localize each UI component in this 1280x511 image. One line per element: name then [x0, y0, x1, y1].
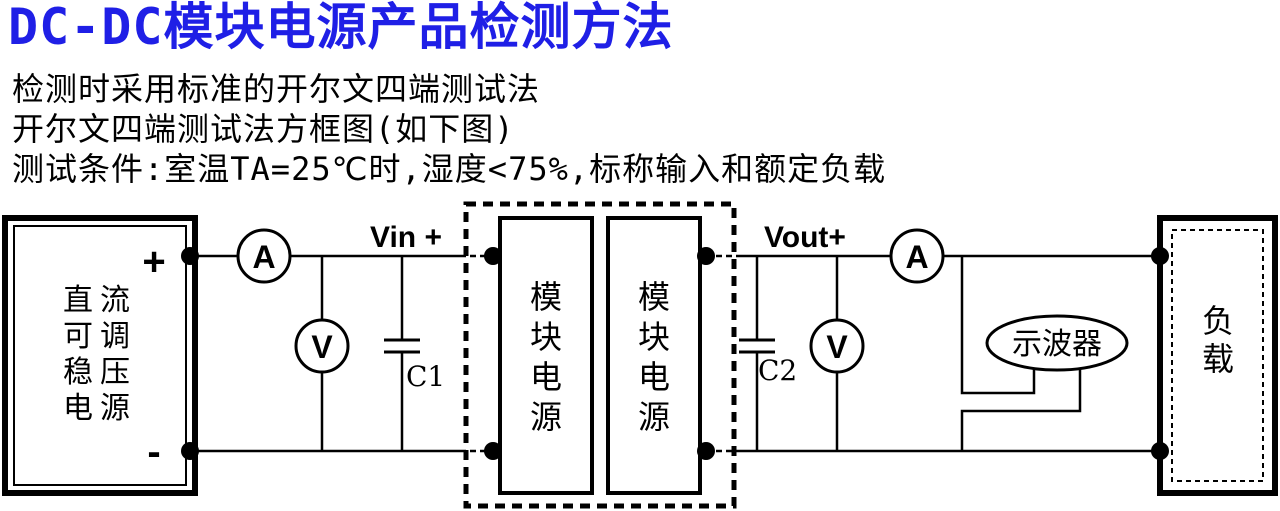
module-char: 模	[530, 278, 562, 316]
capacitor-c1	[384, 338, 420, 354]
oscilloscope: 示波器	[985, 314, 1129, 372]
power-source-label: 直 流 可 调 稳 压 电 源	[63, 283, 130, 426]
output-ammeter: A	[889, 228, 945, 284]
vout-label: Vout+	[764, 221, 846, 254]
ammeter-symbol: A	[905, 239, 928, 275]
module-vin-plus-terminal	[484, 247, 502, 265]
source-char: 调	[100, 319, 130, 354]
minus-sign: -	[147, 430, 160, 474]
module-char: 源	[530, 398, 562, 436]
module-char: 模	[638, 278, 670, 316]
source-char: 流	[100, 283, 130, 318]
wires	[190, 254, 1160, 453]
module-dashed-enclosure	[463, 201, 737, 509]
load-char: 载	[1202, 340, 1234, 378]
source-char: 直	[63, 283, 93, 318]
source-char: 源	[100, 391, 130, 426]
module-block-left	[498, 216, 594, 495]
voltmeter-symbol: V	[826, 329, 848, 365]
output-voltmeter: V	[809, 318, 865, 374]
c2-label: C2	[758, 354, 797, 387]
input-voltmeter: V	[294, 318, 350, 374]
module-vout-minus-terminal	[697, 442, 715, 460]
module-label-left: 模 块 电 源	[530, 278, 562, 436]
module-label-right: 模 块 电 源	[638, 278, 670, 436]
module-char: 块	[638, 318, 670, 356]
load-minus-terminal	[1151, 442, 1169, 460]
input-ammeter: A	[236, 228, 292, 284]
oscilloscope-label: 示波器	[1012, 327, 1102, 362]
load-label: 负 载	[1202, 302, 1234, 378]
module-block-right	[606, 216, 702, 495]
load-box	[1157, 215, 1278, 496]
module-char: 源	[638, 398, 670, 436]
module-char: 块	[530, 318, 562, 356]
page-title: DC-DC模块电源产品检测方法	[8, 0, 674, 56]
test-conditions-line: 测试条件:室温TA=25℃时,湿度<75%,标称输入和额定负载	[12, 150, 887, 188]
description-line-2: 开尔文四端测试法方框图(如下图)	[12, 110, 515, 148]
description-line-1: 检测时采用标准的开尔文四端测试法	[12, 70, 541, 108]
source-plus-terminal	[181, 247, 199, 265]
c1-label: C1	[406, 360, 445, 393]
power-source-box	[2, 215, 198, 496]
vin-label: Vin +	[370, 221, 442, 254]
load-char: 负	[1202, 302, 1234, 340]
source-minus-terminal	[181, 442, 199, 460]
module-char: 电	[638, 358, 670, 396]
plus-sign: +	[142, 240, 165, 284]
module-char: 电	[530, 358, 562, 396]
module-vout-plus-terminal	[697, 247, 715, 265]
capacitor-c2	[739, 338, 775, 354]
source-char: 压	[100, 355, 130, 390]
source-char: 可	[63, 319, 93, 354]
voltmeter-symbol: V	[311, 329, 333, 365]
module-vin-minus-terminal	[484, 442, 502, 460]
source-char: 电	[63, 391, 93, 426]
ammeter-symbol: A	[252, 239, 275, 275]
load-plus-terminal	[1151, 247, 1169, 265]
source-char: 稳	[63, 355, 93, 390]
